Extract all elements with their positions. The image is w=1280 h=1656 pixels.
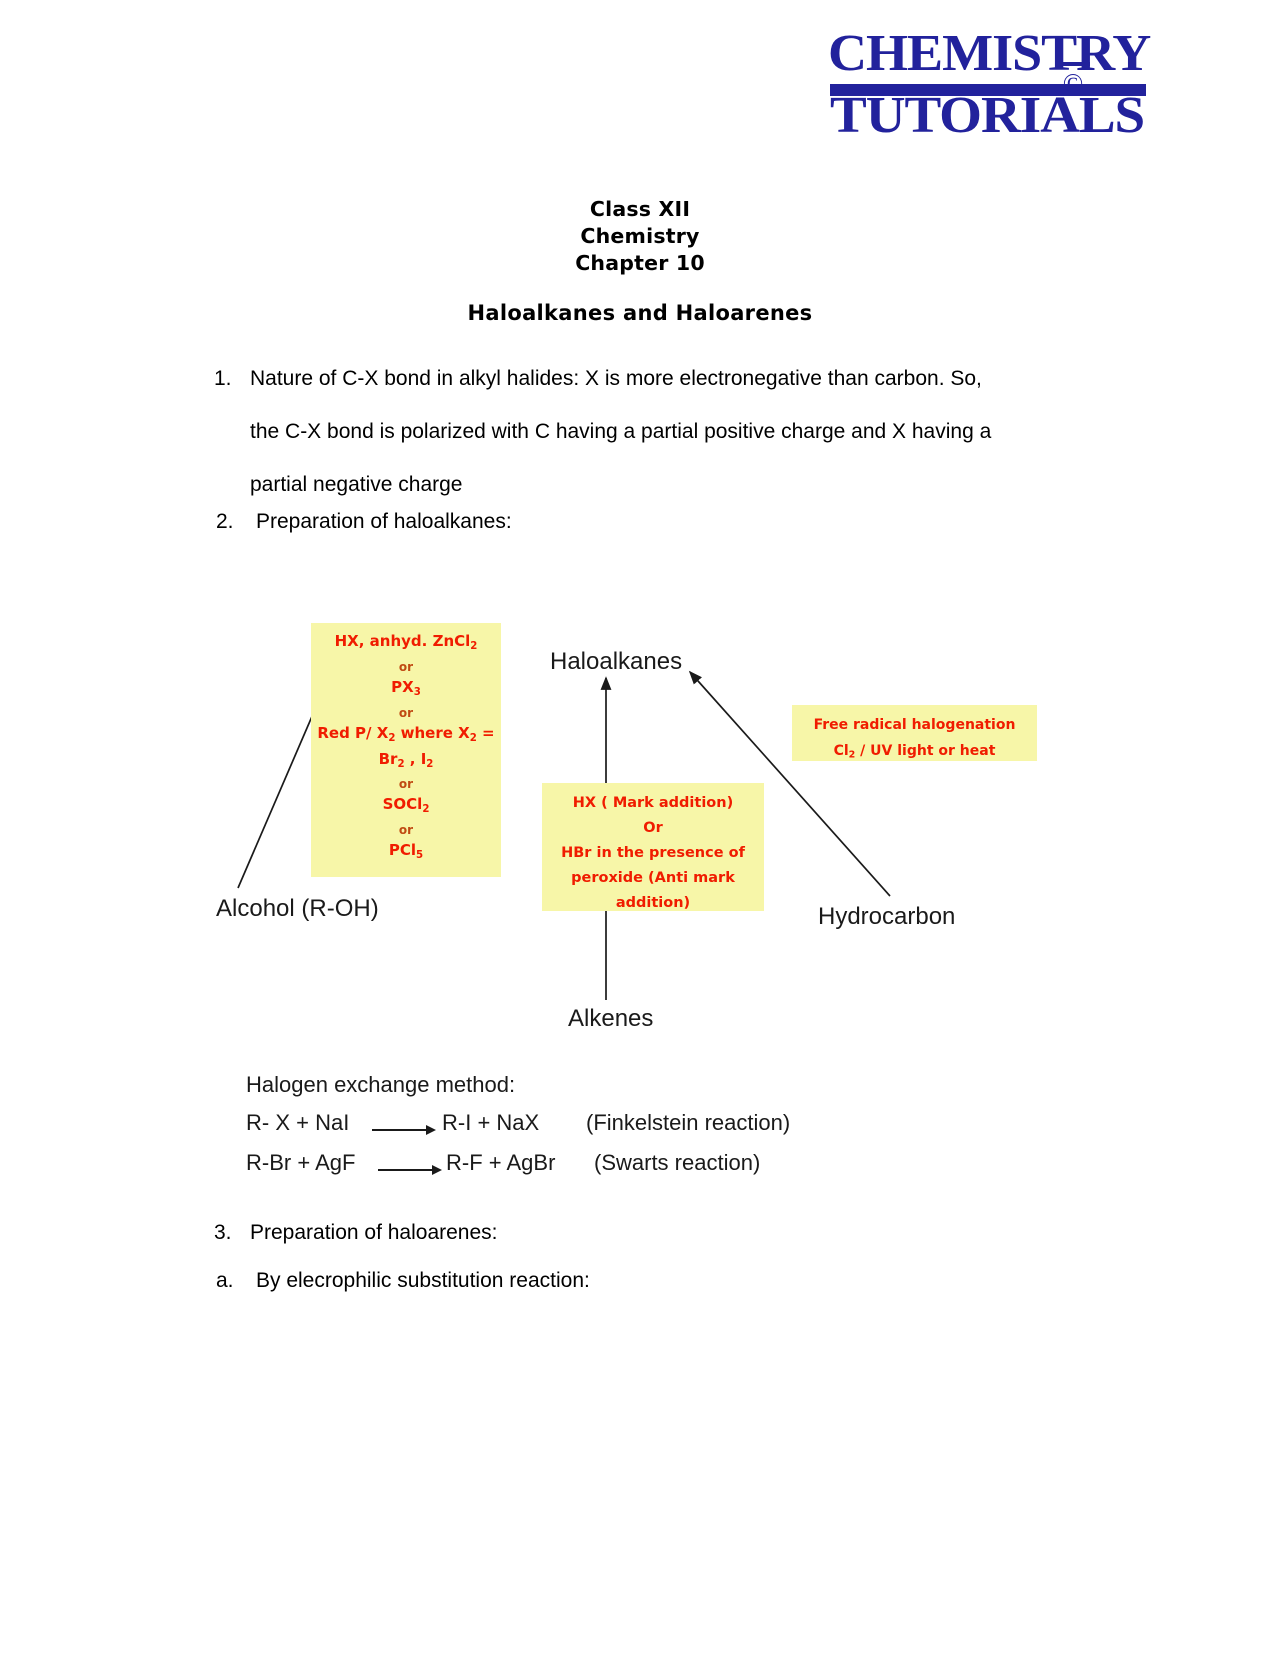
reagents-box-alkenes: HX ( Mark addition) Or HBr in the presen… [542, 783, 764, 911]
list-item-3-marker: 3. [214, 1221, 232, 1244]
logo-c-bar [1056, 62, 1090, 66]
list-item-1: 1. Nature of C-X bond in alkyl halides: … [214, 352, 1014, 511]
reagent-or-1: or [398, 659, 414, 674]
finkelstein-products: R-I + NaX [442, 1110, 540, 1135]
reagent-pcl5: PCl5 [388, 841, 424, 862]
reagent-hx-zncl2: HX, anhyd. ZnCl2 [334, 632, 478, 652]
reagent-free-radical: Free radical halogenation [813, 717, 1016, 733]
reagent-or-2: or [398, 705, 414, 720]
reagent-px3: PX3 [391, 677, 421, 698]
swarts-products: R-F + AgBr [446, 1150, 556, 1175]
list-item-2-marker: 2. [216, 510, 234, 533]
swarts-label: (Swarts reaction) [594, 1150, 761, 1175]
finkelstein-reactants: R- X + NaI [246, 1110, 350, 1135]
page-title: Haloalkanes and Haloarenes [467, 301, 813, 325]
diagram-node-alkenes: Alkenes [568, 1005, 654, 1032]
reagent-hbr-peroxide-line2: peroxide (Anti mark [571, 870, 735, 886]
reagent-hx-mark: HX ( Mark addition) [572, 795, 734, 811]
reagent-br2-i2: Br2 , I2 [378, 749, 434, 770]
swarts-reactants: R-Br + AgF [246, 1150, 356, 1175]
list-item-1-text: Nature of C-X bond in alkyl halides: X i… [250, 367, 992, 496]
list-item-3-text: Preparation of haloarenes: [250, 1221, 498, 1244]
page-heading-block: Class XII Chemistry Chapter 10 [0, 196, 1280, 277]
list-item-a-text: By elecrophilic substitution reaction: [256, 1269, 590, 1292]
list-item-2: 2. Preparation of haloalkanes: [216, 505, 976, 539]
site-logo: CHEMISTRY TUTORIALS © [828, 25, 1151, 142]
preparation-flow-diagram: HX, anhyd. ZnCl2 or PX3 or Red P/ X2 whe… [200, 600, 1100, 1060]
diagram-node-alcohol: Alcohol (R-OH) [216, 895, 379, 922]
reagent-or-4: or [398, 823, 414, 838]
reagents-box-hydrocarbon: Free radical halogenation Cl2 / UV light… [792, 705, 1037, 761]
reagent-mid-or: Or [643, 820, 663, 836]
reagent-cl2-uv: Cl2 / UV light or heat [833, 743, 996, 761]
arrow-hydrocarbon-to-haloalkanes [688, 670, 891, 897]
logo-divider-bar [830, 84, 1146, 96]
list-item-2-text: Preparation of haloalkanes: [256, 510, 512, 533]
logo-line-tutorials: TUTORIALS [830, 87, 1145, 144]
logo-c-glyph: © [1062, 68, 1084, 98]
halogen-exchange-title: Halogen exchange method: [246, 1072, 516, 1097]
finkelstein-label: (Finkelstein reaction) [586, 1110, 791, 1135]
logo-line-chemistry: CHEMISTRY [828, 25, 1151, 82]
reagent-redp-x2: Red P/ X2 where X2 = [317, 723, 495, 744]
list-item-1-marker: 1. [214, 367, 232, 390]
heading-class: Class XII [589, 197, 691, 221]
list-item-a: a. By elecrophilic substitution reaction… [216, 1264, 976, 1298]
diagram-node-haloalkanes: Haloalkanes [550, 648, 683, 675]
list-item-3: 3. Preparation of haloarenes: [214, 1216, 974, 1250]
reagent-hbr-peroxide-line1: HBr in the presence of [561, 845, 745, 861]
reaction-row-finkelstein: R- X + NaI R-I + NaX (Finkelstein reacti… [246, 1110, 946, 1150]
reagent-socl2: SOCl2 [382, 795, 430, 816]
copyright-c-icon: © [1056, 62, 1090, 102]
reagent-hbr-peroxide-line3: addition) [615, 895, 691, 911]
heading-subject: Chemistry [580, 224, 700, 248]
reagents-box-alcohol: HX, anhyd. ZnCl2 or PX3 or Red P/ X2 whe… [311, 623, 501, 877]
reaction-arrow-icon [372, 1124, 436, 1135]
reagent-or-3: or [398, 777, 414, 792]
reaction-arrow-icon [378, 1164, 442, 1175]
reaction-row-swarts: R-Br + AgF R-F + AgBr (Swarts reaction) [246, 1150, 946, 1190]
diagram-node-hydrocarbon: Hydrocarbon [818, 903, 956, 930]
halogen-exchange-section: Halogen exchange method: R- X + NaI R-I … [246, 1072, 946, 1190]
list-item-a-marker: a. [216, 1269, 234, 1292]
heading-chapter: Chapter 10 [575, 251, 705, 275]
